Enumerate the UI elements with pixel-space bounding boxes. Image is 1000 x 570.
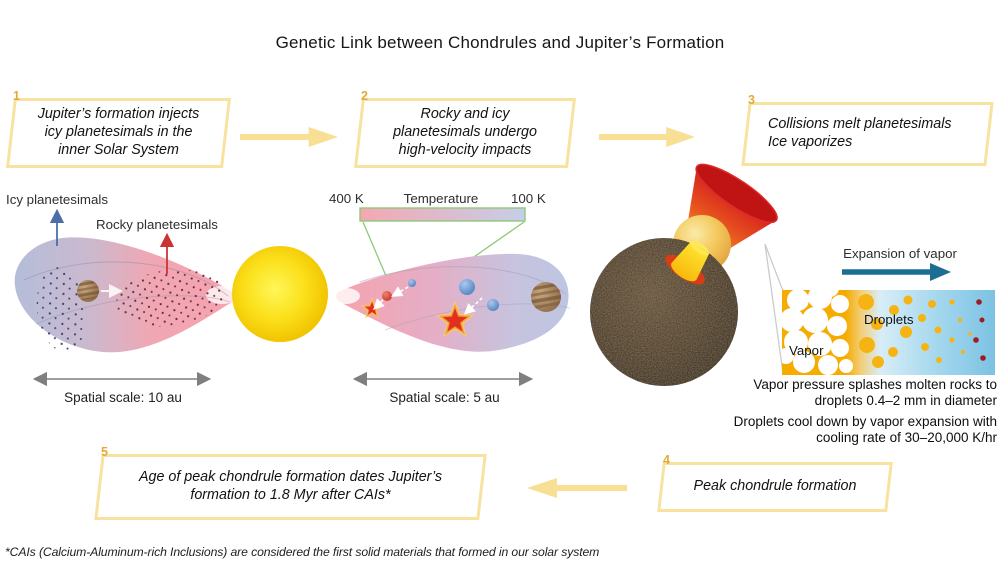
temp-leader-right — [470, 221, 525, 260]
step-3-line: Collisions melt planetesimals — [768, 116, 952, 133]
icy-planetesimal-sphere-small — [408, 279, 416, 287]
step-2-box: 2 Rocky and icy planetesimals undergo hi… — [354, 89, 576, 168]
step-1-text: Jupiter’s formation injects icy planetes… — [10, 98, 227, 168]
vapor-bubbles — [782, 290, 853, 375]
jupiter-icon — [75, 280, 101, 302]
trajectory-dash-1 — [373, 298, 385, 310]
vapor-caption-2: Droplets cool down by vapor expansion wi… — [733, 414, 997, 446]
step-2-line: Rocky and icy — [420, 106, 510, 123]
step-1-box: 1 Jupiter’s formation injects icy planet… — [6, 89, 231, 168]
step-1-line: icy planetesimals in the — [44, 124, 193, 141]
vapor-label: Vapor — [789, 343, 824, 358]
rocky-planetesimals-label: Rocky planetesimals — [96, 217, 218, 232]
impact-scene — [590, 163, 995, 386]
outer-disk-scene — [14, 208, 328, 387]
scale-10au-label: Spatial scale: 10 au — [64, 390, 182, 405]
step-4-box: 4 Peak chondrule formation — [657, 453, 893, 512]
icy-planetesimal-sphere-2 — [487, 299, 499, 311]
step-1-line: inner Solar System — [58, 141, 179, 158]
scale-5au-label: Spatial scale: 5 au — [389, 390, 500, 405]
inner-disk-scene — [332, 207, 571, 387]
flow-arrow-right-1 — [240, 127, 338, 147]
droplets — [858, 294, 972, 368]
droplets-label: Droplets — [864, 312, 914, 327]
zoom-leader-bottom — [764, 243, 784, 374]
rocky-dots — [116, 269, 224, 327]
step-2-line: planetesimals undergo — [393, 124, 537, 141]
step-1-line: Jupiter’s formation injects — [37, 106, 200, 123]
step-2-text: Rocky and icy planetesimals undergo high… — [358, 98, 572, 168]
cooled-chondrule-dots — [973, 299, 986, 361]
step-5-line: formation to 1.8 Myr after CAIs* — [190, 487, 391, 503]
step-3-box: 3 Collisions melt planetesimals Ice vapo… — [741, 93, 994, 166]
vapor-droplets-panel — [782, 290, 995, 375]
step-3-number: 3 — [748, 93, 755, 107]
step-4-text: Peak chondrule formation — [660, 462, 890, 512]
icy-planetesimals-label: Icy planetesimals — [6, 192, 108, 207]
footnote: *CAIs (Calcium-Aluminum-rich Inclusions)… — [5, 545, 600, 559]
step-5-text: Age of peak chondrule formation dates Ju… — [98, 454, 483, 520]
step-1-number: 1 — [13, 89, 20, 103]
plume-neck — [665, 240, 710, 285]
step-5-box: 5 Age of peak chondrule formation dates … — [94, 445, 487, 520]
step-3-line: Ice vaporizes — [768, 134, 853, 150]
page-title: Genetic Link between Chondrules and Jupi… — [275, 33, 725, 52]
icy-planetesimal-sphere-1 — [459, 279, 475, 295]
jupiter-icon-inner — [528, 282, 564, 312]
sun — [232, 246, 328, 342]
rocky-planetesimal-sphere — [382, 291, 392, 301]
expansion-arrow-icon — [842, 263, 951, 281]
step-5-line: Age of peak chondrule formation dates Ju… — [138, 469, 443, 486]
temperature-label: Temperature — [403, 191, 479, 206]
step-4-number: 4 — [663, 453, 670, 467]
temp-leader-left — [362, 221, 393, 280]
vapor-caption-1: Vapor pressure splashes molten rocks to … — [753, 377, 997, 409]
trajectory-dash-2 — [391, 286, 409, 297]
temperature-bar — [359, 207, 526, 222]
step-3-text: Collisions melt planetesimals Ice vapori… — [745, 102, 990, 166]
step-5-number: 5 — [101, 445, 108, 459]
zoom-leader-top — [764, 243, 784, 292]
step-4-line: Peak chondrule formation — [693, 478, 857, 495]
step-2-number: 2 — [361, 89, 368, 103]
expansion-of-vapor-label: Expansion of vapor — [843, 246, 957, 261]
temp-100k-label: 100 K — [511, 191, 546, 206]
outer-disk — [14, 237, 238, 353]
step-2-line: high-velocity impacts — [398, 141, 532, 158]
temp-400k-label: 400 K — [329, 191, 364, 206]
icy-dots — [36, 266, 88, 352]
flow-arrow-left-1 — [527, 478, 627, 498]
planetesimal-rock — [590, 238, 738, 386]
